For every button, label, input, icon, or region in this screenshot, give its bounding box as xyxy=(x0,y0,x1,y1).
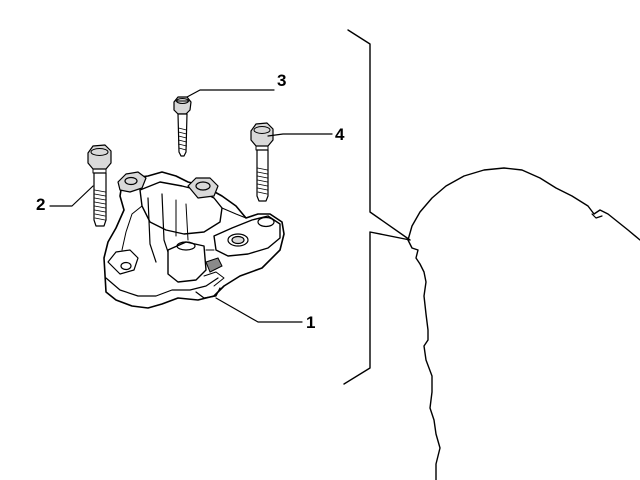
leader-lines xyxy=(49,89,333,323)
callout-2: 2 xyxy=(36,195,45,214)
bolt-2 xyxy=(87,144,112,227)
break-bracket xyxy=(343,29,411,385)
bolt-4 xyxy=(250,122,274,202)
callout-3: 3 xyxy=(277,71,286,90)
engine-outline xyxy=(407,167,640,480)
engine-mount xyxy=(103,171,285,309)
bolt-3 xyxy=(173,96,192,157)
callout-1: 1 xyxy=(306,313,315,332)
callout-4: 4 xyxy=(335,125,345,144)
